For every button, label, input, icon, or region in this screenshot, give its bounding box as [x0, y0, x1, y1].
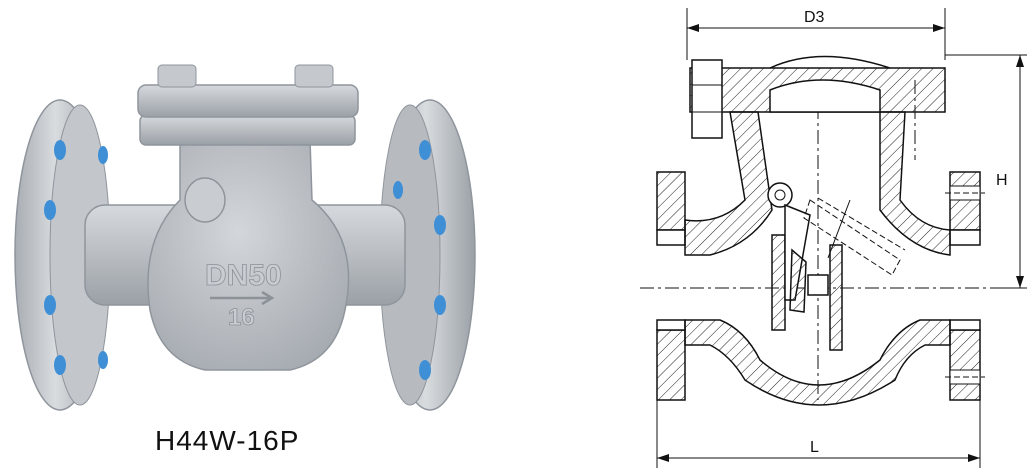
- bolt-hole-icon: [98, 351, 108, 369]
- bolt-hole-icon: [44, 200, 56, 220]
- cover-bolt-icon: [691, 59, 723, 139]
- bolt-hole-icon: [98, 146, 108, 164]
- disc-nut-icon: [807, 274, 829, 296]
- bolt-hole-icon: [434, 295, 446, 315]
- bolt-hole-icon: [434, 215, 446, 235]
- bolt-hole-icon: [393, 181, 403, 199]
- valve-section-drawing: D3 H L: [640, 8, 1027, 468]
- bolt-hole-icon: [419, 140, 431, 160]
- flange-bolt-marks: [945, 185, 985, 385]
- dimension-l: L: [656, 400, 981, 468]
- cast-pressure-text: 16: [228, 304, 255, 331]
- dimension-h-label: H: [996, 172, 1008, 189]
- hinge-pin-icon: [767, 182, 793, 208]
- valve-body: [147, 139, 350, 371]
- bolt-hole-icon: [54, 140, 66, 160]
- valve-photo: DN50 16: [14, 64, 476, 411]
- body-section: [656, 111, 981, 406]
- model-label: H44W-16P: [155, 425, 300, 456]
- flow-arrow-icon: [210, 290, 275, 306]
- bonnet: [137, 64, 359, 146]
- cast-size-text: DN50: [205, 259, 282, 292]
- dimension-h: H: [945, 54, 1027, 289]
- swing-disc: [767, 182, 906, 313]
- dimension-d3: D3: [686, 8, 946, 60]
- bolt-hole-icon: [44, 295, 56, 315]
- right-flange: [379, 99, 476, 411]
- bolt-icon: [294, 64, 334, 88]
- cover-section: [689, 55, 946, 139]
- drain-plug: [184, 177, 226, 223]
- bolt-hole-icon: [419, 360, 431, 380]
- dimension-l-label: L: [810, 439, 819, 456]
- dimension-d3-label: D3: [804, 9, 825, 26]
- bolt-icon: [157, 64, 197, 88]
- bolt-hole-icon: [54, 355, 66, 375]
